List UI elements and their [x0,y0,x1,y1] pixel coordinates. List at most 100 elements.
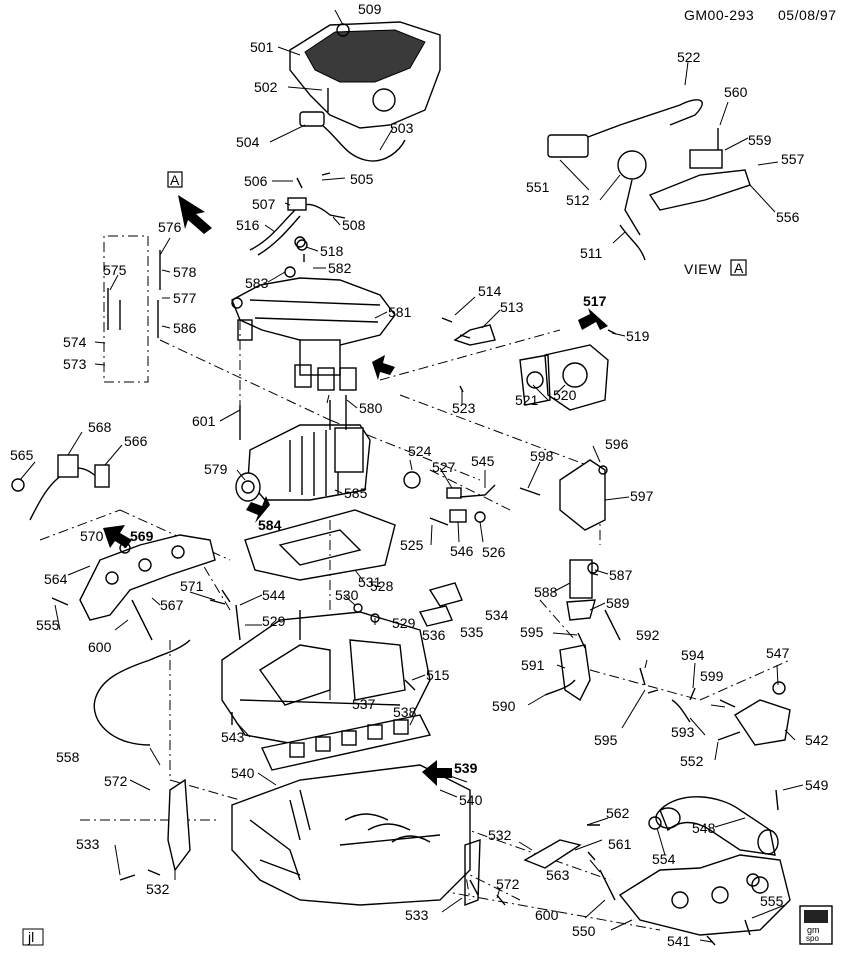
callout-554: 554 [652,851,676,867]
callout-589: 589 [606,595,630,611]
logo-line2: spo [806,934,819,943]
arrow-569 [103,525,132,548]
callout-516: 516 [236,217,260,233]
callout-600-a: 600 [88,639,112,655]
callout-505: 505 [350,171,374,187]
callout-548: 548 [692,820,716,836]
gm-spo-logo: gm spo [799,905,833,945]
throttle-body [519,344,609,411]
vacuum-hose [299,88,406,176]
callout-529-b: 529 [392,615,416,631]
callout-576: 576 [158,219,182,235]
callout-530: 530 [335,587,359,603]
callout-562: 562 [606,805,630,821]
callout-582: 582 [328,260,352,276]
dipstick-tube [93,639,191,746]
callout-575: 575 [103,262,127,278]
callout-563: 563 [546,867,570,883]
callout-503: 503 [390,120,414,136]
callout-571: 571 [180,578,204,594]
callout-535: 535 [460,624,484,640]
callout-566: 566 [124,433,148,449]
callout-594: 594 [681,647,705,663]
callout-593: 593 [671,724,695,740]
bracket-513 [453,324,496,346]
callout-599: 599 [700,668,724,684]
callout-545: 545 [471,453,495,469]
fasteners [11,177,786,946]
callout-502: 502 [254,79,278,95]
callout-600-b: 600 [535,907,559,923]
intake-upper-manifold [231,277,396,391]
footer-tag-text: jl [27,929,34,945]
sensor-assembly [559,559,596,702]
exhaust-manifold-left [79,534,216,621]
small-components [403,471,496,627]
callout-507: 507 [252,196,276,212]
oxygen-sensor-lead [29,454,110,521]
callout-541: 541 [667,933,691,949]
callout-568: 568 [88,419,112,435]
callout-517: 517 [583,293,607,309]
callout-591: 591 [521,657,545,673]
callout-521: 521 [515,392,539,408]
callout-597: 597 [630,488,654,504]
diagram-code: GM00-293 [684,7,754,23]
callout-529-a: 529 [262,613,286,629]
callout-520: 520 [553,387,577,403]
callout-579: 579 [204,461,228,477]
view-a-marker: A [167,171,183,188]
callout-528: 528 [370,578,394,594]
intake-gasket [261,714,432,771]
callout-555-b: 555 [760,893,784,909]
direction-arrows [103,195,608,786]
callout-533-b: 533 [405,907,429,923]
view-a-assembly [547,99,751,261]
leader-lines [19,9,804,943]
footer-tag: jl [22,928,44,946]
callout-536: 536 [422,627,446,643]
view-a-label: VIEW A [684,259,747,277]
callout-595-b: 595 [594,732,618,748]
callout-586: 586 [173,320,197,336]
callout-596: 596 [605,436,629,452]
callout-552: 552 [680,753,704,769]
callout-578: 578 [173,264,197,280]
callout-524: 524 [408,443,432,459]
callout-538: 538 [393,704,417,720]
callout-549: 549 [805,777,829,793]
callout-555-a: 555 [36,617,60,633]
callout-504: 504 [236,134,260,150]
callout-544: 544 [262,587,286,603]
callout-551: 551 [526,179,550,195]
callout-590: 590 [492,698,516,714]
supercharger-gasket [244,509,396,581]
callout-570: 570 [80,528,104,544]
exhaust-manifold-right [618,854,791,936]
supercharger [235,424,371,502]
callout-547: 547 [766,645,790,661]
callout-542: 542 [805,732,829,748]
callout-511: 511 [580,245,603,261]
diagram-date: 05/08/97 [778,7,837,23]
callout-519: 519 [626,328,650,344]
callout-564: 564 [44,571,68,587]
wiring-harness [249,197,346,256]
view-a-marker-letter: A [170,172,180,188]
callout-501: 501 [250,39,274,55]
callout-574: 574 [63,334,87,350]
arrow-539 [422,760,452,786]
callout-565: 565 [10,447,34,463]
callout-550: 550 [572,923,596,939]
callout-567: 567 [160,597,184,613]
arrow-view-a [178,195,212,234]
arrow-517 [578,308,608,330]
callout-569: 569 [130,528,154,544]
callout-585: 585 [344,485,368,501]
callout-584: 584 [258,517,282,533]
callout-509: 509 [358,1,382,17]
brackets [167,778,582,907]
bracket-597 [559,459,606,531]
